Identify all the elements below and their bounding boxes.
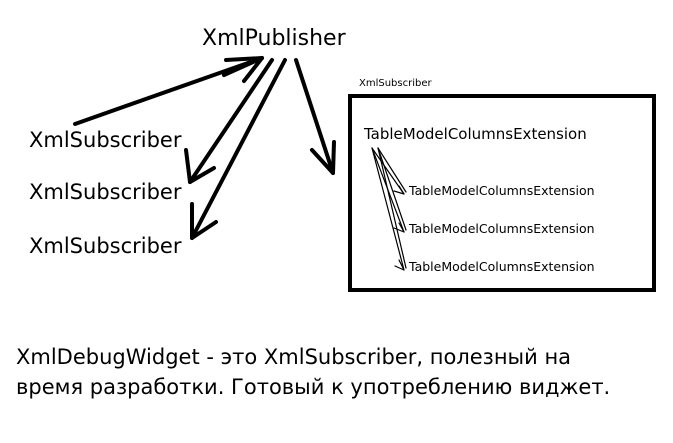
arrow-publisher-to-subscriber-3 (190, 58, 287, 240)
child-extension-label-1: TableModelColumnsExtension (409, 183, 595, 198)
subscriber-label-1: XmlSubscriber (29, 128, 182, 152)
arrow-subscriber-1-to-publisher (73, 56, 264, 126)
arrows-extension-children (371, 147, 407, 271)
subscriber-box (348, 94, 656, 292)
publisher-label: XmlPublisher (202, 26, 346, 51)
root-extension-label: TableModelColumnsExtension (364, 125, 587, 143)
caption-line-2: время разработки. Готовый к употреблению… (16, 375, 611, 399)
child-extension-label-2: TableModelColumnsExtension (409, 221, 595, 236)
subscriber-box-title: XmlSubscriber (359, 78, 432, 89)
arrow-publisher-to-subscriber-2 (184, 58, 274, 184)
child-extension-label-3: TableModelColumnsExtension (409, 259, 595, 274)
caption: XmlDebugWidget - это XmlSubscriber, поле… (16, 342, 656, 402)
caption-line-1: XmlDebugWidget - это XmlSubscriber, поле… (16, 345, 572, 369)
subscriber-label-3: XmlSubscriber (29, 234, 182, 258)
arrow-publisher-to-box (294, 58, 336, 175)
subscriber-label-2: XmlSubscriber (29, 180, 182, 204)
